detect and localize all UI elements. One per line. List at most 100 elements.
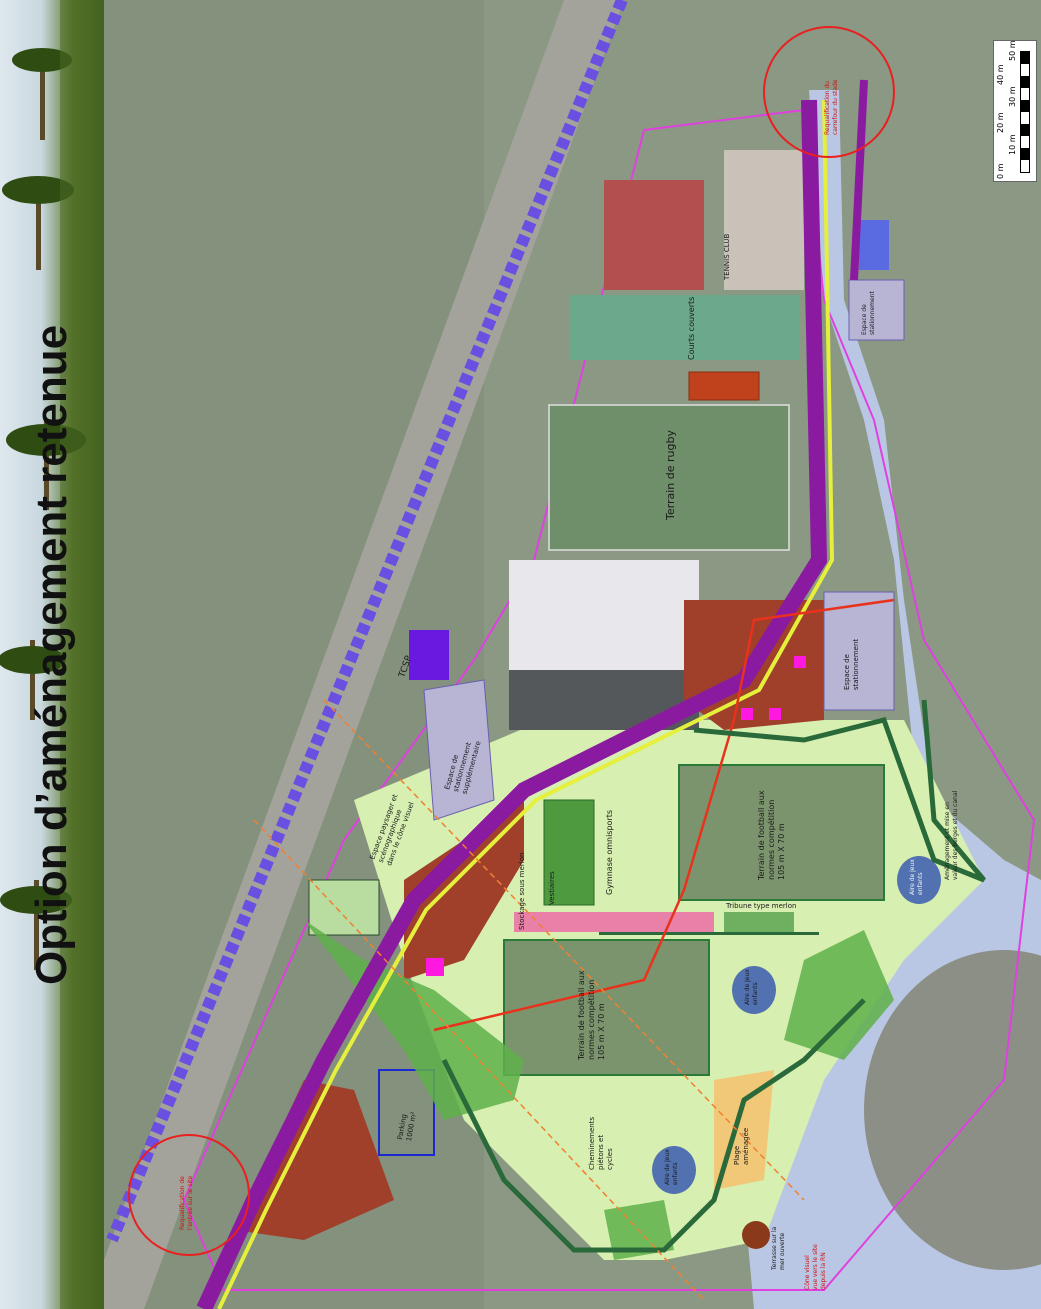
woodland-2 [784,930,894,1060]
tennis-courts-red [604,180,704,290]
parking-hatched-3 [848,279,905,341]
parking-hatched-2 [423,679,495,821]
tennis-clubhouse [724,150,804,290]
requalification-top-label: Requalification du carrefour du stade [824,79,839,135]
svg-text:normes compétition: normes compétition [766,800,776,880]
page-title: Option d’aménagement retenue [27,324,76,986]
play-area-1 [897,856,941,904]
tennis-club-label: TENNIS CLUB [723,234,731,281]
svg-text:aménagée: aménagée [742,1128,750,1165]
svg-text:Requalification du: Requalification du [824,81,831,135]
svg-text:Aire de jeux: Aire de jeux [909,859,916,895]
landscape-area [308,879,380,936]
svg-text:stationnement: stationnement [869,291,876,335]
marker-magenta-3 [769,708,781,720]
svg-text:Aménagement et mise en: Aménagement et mise en [944,802,951,880]
svg-text:mer ouverte: mer ouverte [779,1233,786,1270]
svg-text:enfants: enfants [672,1162,679,1185]
svg-text:stationnement: stationnement [852,639,860,690]
beach-label: Plage aménagée [733,1128,750,1165]
terrace-label: Terrasse sur la mer ouverte [771,1226,786,1271]
scale-tick-40: 40 m [996,64,1005,85]
gymnasium-label: Gymnase omnisports [605,810,614,895]
purple-block [409,630,449,680]
svg-text:Terrain de football aux: Terrain de football aux [577,970,586,1061]
svg-text:vue vers le site: vue vers le site [812,1244,819,1290]
svg-text:Terrasse sur la: Terrasse sur la [771,1226,778,1271]
tcsp-line [106,0,628,1243]
svg-text:Aire de jeux: Aire de jeux [744,969,751,1005]
requalification-circle-top [763,26,895,158]
scale-tick-50: 50 m [1008,40,1017,61]
rugby-field-label: Terrain de rugby [664,430,677,521]
svg-text:Cheminements: Cheminements [588,1117,596,1170]
view-cone-1 [323,699,805,1201]
covered-courts [569,295,799,360]
parking-1000 [378,1069,435,1156]
scale-tick-10: 10 m [1008,134,1017,155]
svg-text:l'entrée sur le site: l'entrée sur le site [187,1175,194,1230]
storage-strip [514,912,714,932]
tribune-strip [724,912,794,932]
parking-hatched-1 [823,591,895,711]
stadium-building [509,560,699,670]
svg-text:Espace de: Espace de [861,304,868,335]
scale-tick-0: 0 m [996,163,1005,179]
site-plan-svg: TCSP TENNIS CLUB Courts couverts Terrain… [104,0,1041,1309]
svg-text:105 m X 70 m: 105 m X 70 m [597,1003,606,1060]
svg-text:depuis la RN: depuis la RN [820,1252,827,1290]
svg-text:Aire de jeux: Aire de jeux [664,1149,671,1185]
svg-text:enfants: enfants [752,982,759,1005]
gymnasium [543,799,595,906]
storage-label: Stockage sous merlon [518,853,526,930]
play-area-1-label: Aire de jeux enfants [909,859,924,895]
red-network-line [433,598,895,1032]
football-field-2 [503,939,710,1076]
palm-tree-illustration [0,0,104,1309]
site-plan-map[interactable]: TCSP TENNIS CLUB Courts couverts Terrain… [104,0,1041,1309]
residential-area [864,950,1041,1270]
requalification-bottom-label: Requalification de l'entrée sur le site [179,1175,194,1230]
blue-block [859,220,889,270]
scale-tick-20: 20 m [996,112,1005,133]
scale-bar-graphic [1020,51,1030,173]
covered-courts-label: Courts couverts [687,297,696,360]
scale-bar: 0 m 10 m 20 m 30 m 40 m 50 m [993,40,1037,182]
svg-text:Plage: Plage [733,1146,741,1165]
beach-area [714,1070,774,1190]
plaza-brick-3 [234,1080,394,1240]
tribune-label: Tribune type merlon [725,902,796,910]
football-field-1-label: Terrain de football aux normes compétiti… [757,790,786,881]
woodland-1 [304,920,524,1120]
svg-text:valeur des berges et du canal: valeur des berges et du canal [952,790,959,880]
expressway [104,0,624,1309]
title-banner: Option d’aménagement retenue [0,0,104,1309]
vestiaires-label: Vestiaires [548,871,556,905]
secondary-route [217,99,835,1309]
berges-label: Aménagement et mise en valeur des berges… [944,790,959,880]
facility-block [688,371,760,401]
parking-label-3: Espace de stationnement [861,291,876,335]
svg-text:carrefour du stade: carrefour du stade [832,79,839,135]
play-area-3-label: Aire de jeux enfants [664,1149,679,1185]
marker-magenta-2 [741,708,753,720]
path-network-1 [693,699,986,883]
svg-text:Terrain de football aux: Terrain de football aux [757,790,766,881]
scale-tick-30: 30 m [1008,86,1017,107]
svg-text:Espace de: Espace de [843,654,851,690]
terrace-marker [742,1221,770,1249]
svg-text:piétons et: piétons et [597,1135,605,1170]
view-cone-label: Cône visuel vue vers le site depuis la R… [804,1244,827,1290]
svg-text:105 m X 70 m: 105 m X 70 m [777,823,786,880]
plaza-brick-2 [404,800,524,980]
path-network-2 [441,998,866,1253]
svg-text:cycles: cycles [606,1148,614,1170]
football-field-2-label: Terrain de football aux normes compétiti… [577,970,606,1061]
marker-magenta-4 [794,656,806,668]
play-area-2-label: Aire de jeux enfants [744,969,759,1005]
parking-label-2: Espace de stationnement [843,639,860,690]
svg-text:normes compétition: normes compétition [586,980,596,1060]
svg-text:Cône visuel: Cône visuel [804,1255,811,1290]
play-area-3 [652,1146,696,1194]
play-area-2 [732,966,776,1014]
